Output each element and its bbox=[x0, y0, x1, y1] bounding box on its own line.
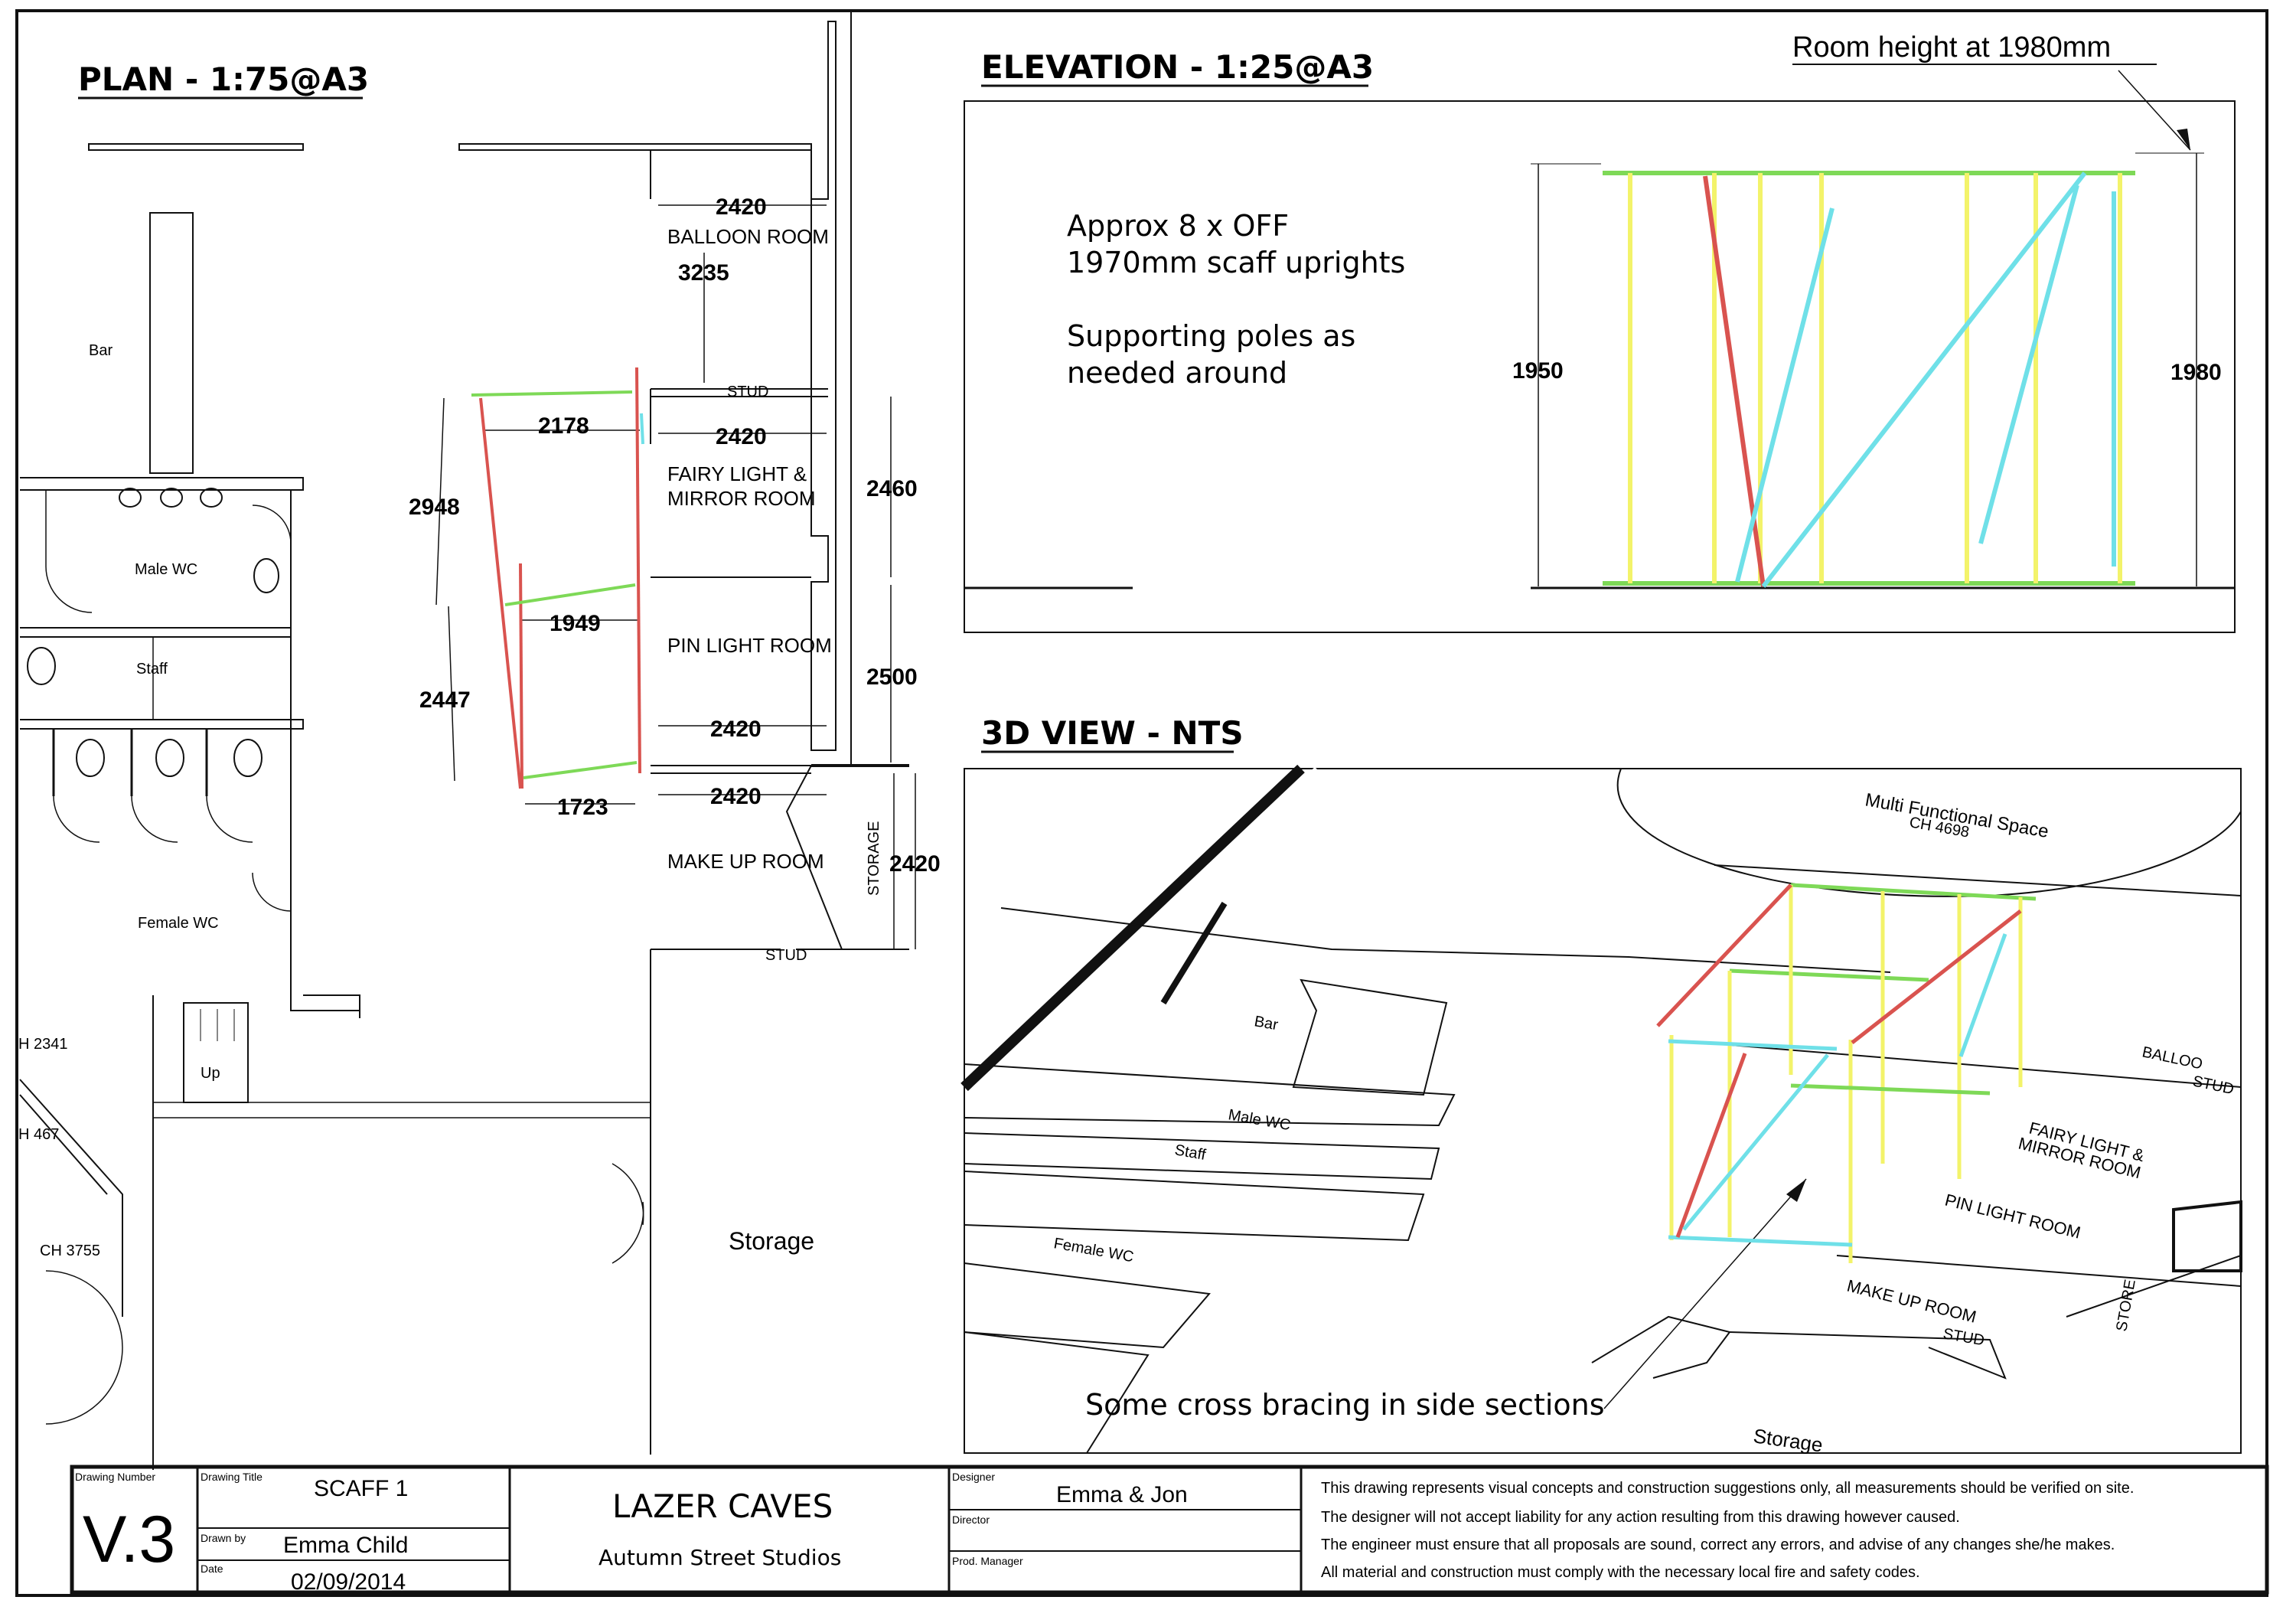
view3d-storage-side-label: STORE bbox=[2113, 1278, 2139, 1333]
plan-dim-2420a: 2420 bbox=[716, 194, 767, 220]
plan-dim-1949: 1949 bbox=[550, 611, 601, 636]
room-height-note: Room height at 1980mm bbox=[1792, 31, 2111, 64]
elevation-note-2: 1970mm scaff uprights bbox=[1067, 246, 1405, 279]
view3d-staff-label: Staff bbox=[1173, 1141, 1207, 1164]
view3d-title: 3D VIEW - NTS bbox=[981, 714, 1244, 752]
tb-disclaimer-4: All material and construction must compl… bbox=[1321, 1564, 1920, 1581]
tb-date: 02/09/2014 bbox=[291, 1569, 406, 1595]
plan-balloon-label: BALLOON ROOM bbox=[667, 225, 829, 248]
tb-disclaimer-2: The designer will not accept liability f… bbox=[1321, 1509, 1960, 1526]
view3d-bar-label: Bar bbox=[1253, 1013, 1280, 1034]
tb-date-label: Date bbox=[201, 1563, 223, 1575]
view3d-stud-b-label: STUD bbox=[1942, 1325, 1985, 1349]
tb-drawing-number: V.3 bbox=[83, 1503, 175, 1576]
tb-drawing-title: SCAFF 1 bbox=[314, 1476, 408, 1501]
plan-ch3755-label: CH 3755 bbox=[40, 1243, 100, 1259]
plan-female-wc-label: Female WC bbox=[138, 915, 219, 932]
tb-studio: Autumn Street Studios bbox=[598, 1545, 841, 1570]
plan-dim-2420e: 2420 bbox=[889, 851, 941, 877]
plan-dim-2500: 2500 bbox=[866, 665, 918, 690]
tb-prod-manager-label: Prod. Manager bbox=[952, 1555, 1023, 1567]
sheet-border bbox=[15, 9, 2268, 1597]
elevation-title: ELEVATION - 1:25@A3 bbox=[981, 48, 1374, 86]
view3d-pin-label: PIN LIGHT ROOM bbox=[1943, 1190, 2082, 1243]
elevation-dim-1950: 1950 bbox=[1512, 358, 1564, 384]
view3d-frame bbox=[964, 768, 2242, 1454]
tb-drawing-number-label: Drawing Number bbox=[75, 1471, 155, 1483]
title-block: Drawing Number V.3 Drawing Title SCAFF 1… bbox=[70, 1465, 2269, 1595]
view3d-note: Some cross bracing in side sections bbox=[1085, 1388, 1605, 1422]
tb-project: LAZER CAVES bbox=[612, 1487, 833, 1525]
plan-title: PLAN - 1:75@A3 bbox=[78, 60, 369, 98]
view3d-makeup-label: MAKE UP ROOM bbox=[1845, 1276, 1978, 1327]
tb-drawn-by: Emma Child bbox=[283, 1533, 408, 1558]
plan-h2341-label: H 2341 bbox=[18, 1036, 68, 1053]
view3d-storage-label: Storage bbox=[1752, 1424, 1824, 1456]
tb-disclaimer-1: This drawing represents visual concepts … bbox=[1321, 1480, 2134, 1497]
view3d-female-wc-label: Female WC bbox=[1052, 1235, 1135, 1265]
plan-dim-2420c: 2420 bbox=[710, 717, 762, 742]
plan-dim-2420b: 2420 bbox=[716, 424, 767, 449]
plan-male-wc-label: Male WC bbox=[135, 561, 197, 578]
view3d-stud-a-label: STUD bbox=[2191, 1073, 2236, 1098]
tb-drawn-by-label: Drawn by bbox=[201, 1532, 246, 1544]
plan-fairy-label: FAIRY LIGHT & bbox=[667, 462, 807, 485]
elevation-view: ELEVATION - 1:25@A3 Room height at 1980m… bbox=[964, 31, 2236, 633]
plan-view: PLAN - 1:75@A3 Bar Male WC Staff bbox=[18, 21, 941, 1470]
view3d-male-wc-label: Male WC bbox=[1227, 1106, 1292, 1134]
plan-dim-2948: 2948 bbox=[409, 495, 460, 520]
elevation-note-1: Approx 8 x OFF bbox=[1067, 209, 1289, 243]
plan-dim-3235: 3235 bbox=[678, 260, 729, 286]
view3d-balloon-label: BALLOO bbox=[2141, 1043, 2204, 1073]
plan-stud-a-label: STUD bbox=[727, 384, 768, 400]
plan-up-label: Up bbox=[201, 1065, 220, 1082]
plan-dim-2420d: 2420 bbox=[710, 784, 762, 809]
plan-dim-1723: 1723 bbox=[557, 795, 608, 820]
plan-stud-b-label: STUD bbox=[765, 947, 807, 964]
elevation-note-4: needed around bbox=[1067, 356, 1287, 390]
tb-designer: Emma & Jon bbox=[1056, 1482, 1188, 1507]
tb-director-label: Director bbox=[952, 1514, 990, 1526]
view-3d: 3D VIEW - NTS Multi Functional Space CH … bbox=[960, 714, 2242, 1457]
tb-disclaimer-3: The engineer must ensure that all propos… bbox=[1321, 1536, 2115, 1553]
plan-dim-2178: 2178 bbox=[538, 413, 589, 439]
tb-drawing-title-label: Drawing Title bbox=[201, 1471, 263, 1483]
plan-bar-label: Bar bbox=[89, 342, 113, 359]
plan-storage-vert-label: STORAGE bbox=[866, 821, 882, 896]
plan-storage-label: Storage bbox=[729, 1227, 814, 1255]
plan-mirror-label: MIRROR ROOM bbox=[667, 487, 816, 510]
plan-staff-label: Staff bbox=[136, 661, 168, 678]
plan-dim-2447: 2447 bbox=[419, 687, 471, 713]
tb-designer-label: Designer bbox=[952, 1471, 995, 1483]
elevation-note-3: Supporting poles as bbox=[1067, 319, 1355, 353]
plan-h467-label: H 467 bbox=[18, 1126, 59, 1143]
plan-makeup-label: MAKE UP ROOM bbox=[667, 850, 824, 873]
elevation-dim-1980: 1980 bbox=[2170, 360, 2222, 385]
plan-pin-label: PIN LIGHT ROOM bbox=[667, 634, 832, 657]
plan-dim-2460: 2460 bbox=[866, 476, 918, 501]
elevation-frame bbox=[964, 100, 2236, 633]
